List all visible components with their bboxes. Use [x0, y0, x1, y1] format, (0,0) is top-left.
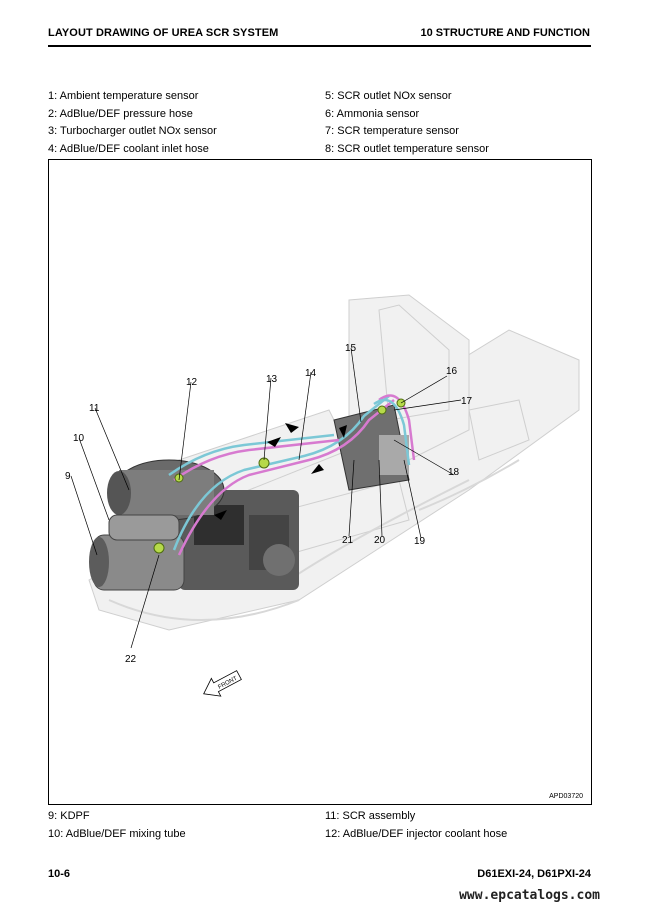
watermark-link[interactable]: www.epcatalogs.com — [459, 888, 600, 903]
callout-15: 15 — [345, 343, 357, 354]
front-arrow-icon: FRONT — [203, 670, 242, 697]
sensor-markers — [153, 398, 406, 554]
track-outline — [108, 459, 520, 621]
section-title: LAYOUT DRAWING OF UREA SCR SYSTEM — [48, 27, 279, 39]
chapter-title: 10 STRUCTURE AND FUNCTION — [420, 27, 591, 39]
flow-arrows — [214, 423, 347, 520]
callout-14: 14 — [305, 368, 317, 379]
legend-top-left: 1: Ambient temperature sensor 2: AdBlue/… — [48, 88, 217, 158]
legend-item: 11: SCR assembly — [325, 810, 416, 822]
legend-item: 6: Ammonia sensor — [325, 107, 420, 120]
kdpf — [89, 534, 185, 591]
legend-bottom-left: 9: KDPF 10: AdBlue/DEF mixing tube — [48, 808, 186, 843]
leader-lines — [70, 347, 462, 649]
engine-assembly — [179, 490, 299, 590]
callout-10: 10 — [73, 433, 85, 444]
legend-item: 1: Ambient temperature sensor — [48, 90, 199, 102]
model-name: D61EXI-24, D61PXI-24 — [477, 868, 591, 880]
legend-item: 7: SCR temperature sensor — [325, 125, 459, 137]
legend-item: 9: KDPF — [48, 810, 90, 822]
legend-item: 4: AdBlue/DEF coolant inlet hose — [48, 142, 209, 155]
callout-9: 9 — [65, 471, 71, 482]
legend-top-right: 5: SCR outlet NOx sensor 6: Ammonia sens… — [325, 88, 489, 158]
page-number: 10-6 — [48, 868, 71, 880]
callout-16: 16 — [446, 366, 458, 377]
callout-22: 22 — [125, 654, 137, 665]
callout-18: 18 — [448, 467, 460, 478]
callout-11: 11 — [89, 403, 100, 414]
legend-item: 3: Turbocharger outlet NOx sensor — [48, 125, 217, 137]
drawing-illustration: 11 10 9 12 13 14 15 16 17 18 19 20 21 22… — [65, 294, 580, 697]
legend-item: 10: AdBlue/DEF mixing tube — [48, 827, 186, 840]
callout-12: 12 — [186, 377, 198, 388]
legend-item: 8: SCR outlet temperature sensor — [325, 142, 489, 155]
legend-item: 5: SCR outlet NOx sensor — [325, 90, 452, 102]
layout-drawing: 11 10 9 12 13 14 15 16 17 18 19 20 21 22… — [48, 159, 592, 805]
callout-13: 13 — [266, 374, 278, 385]
legend-item: 2: AdBlue/DEF pressure hose — [48, 107, 193, 120]
scr-assembly — [107, 459, 225, 521]
figure-code: APD03720 — [549, 793, 583, 800]
callout-20: 20 — [374, 535, 386, 546]
adblue-tank — [333, 404, 410, 491]
callout-19: 19 — [414, 536, 426, 547]
callout-17: 17 — [461, 396, 473, 407]
header-divider — [48, 45, 591, 47]
legend-bottom-right: 11: SCR assembly 12: AdBlue/DEF injector… — [325, 808, 507, 843]
hoses — [168, 394, 416, 556]
callout-21: 21 — [342, 535, 354, 546]
mixing-tube — [108, 514, 180, 541]
legend-item: 12: AdBlue/DEF injector coolant hose — [325, 827, 508, 840]
